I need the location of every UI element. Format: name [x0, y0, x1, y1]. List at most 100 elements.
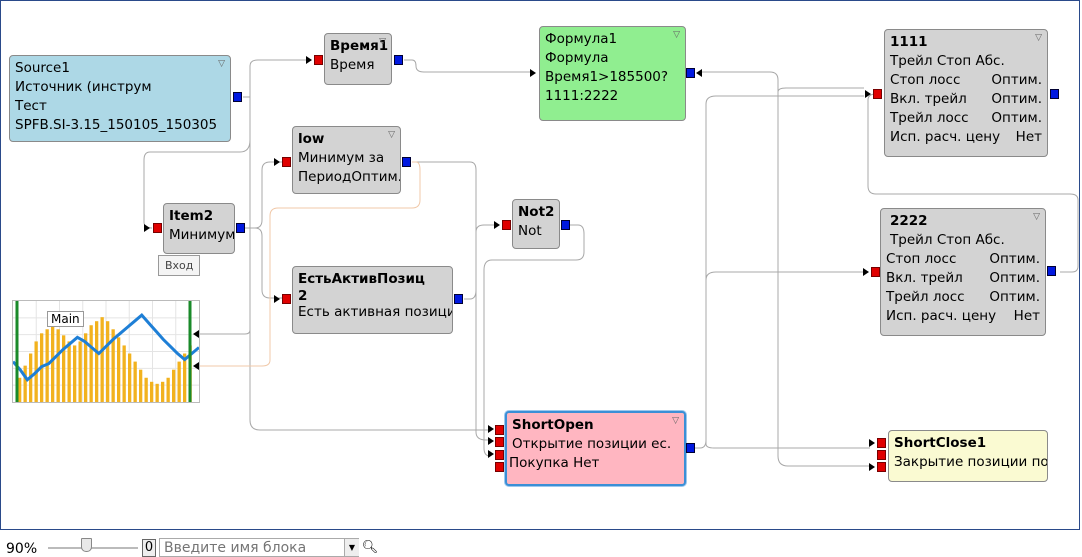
source1-line2: Тест [15, 98, 47, 114]
formula1-line1: Формула [545, 50, 609, 66]
block-search-input[interactable] [159, 538, 359, 557]
est-in-port[interactable] [282, 294, 291, 304]
arrow-icon [193, 330, 199, 338]
param-value: Нет [1015, 129, 1042, 145]
arrow-icon [274, 158, 280, 166]
vremya1-out-port[interactable] [394, 55, 403, 65]
chart-bar [122, 345, 126, 402]
shortopen-in-port[interactable] [495, 437, 504, 447]
param-value: Оптим. [989, 270, 1040, 286]
shortclose1-title: ShortClose1 [894, 435, 987, 451]
arrow-icon [488, 425, 494, 433]
shortclose1-block[interactable]: ShortClose1 Закрытие позиции по [888, 430, 1048, 482]
item2-in-port[interactable] [153, 223, 162, 233]
shortopen-in-port[interactable] [495, 450, 504, 460]
est-block[interactable]: ЕстьАктивПозиц 2 Есть активная позици [292, 266, 453, 334]
collapse-icon[interactable]: ▽ [379, 37, 386, 47]
low-title: low [298, 131, 325, 147]
item2-title: Item2 [169, 208, 214, 224]
formula1-line2: Время1>185500? [545, 69, 669, 85]
shortopen-in-port[interactable] [495, 462, 504, 472]
bottom-toolbar: 90% 0 ▼ 🔍︎ [0, 531, 1082, 557]
arrow-icon [488, 437, 494, 445]
zoom-label: 90% [6, 541, 38, 557]
source1-line3: SPFB.SI-3.15_150105_150305 [15, 117, 218, 133]
block-2222-title: 2222 [890, 213, 928, 229]
block-2222-line1: Трейл Стоп Абс. [890, 232, 1005, 248]
main-chart[interactable]: Main [12, 300, 200, 403]
arrow-icon [274, 295, 280, 303]
zoom-slider-track[interactable] [48, 547, 138, 549]
shortopen-line2: Покупка Нет [509, 455, 600, 471]
source1-out-port[interactable] [233, 92, 242, 102]
shortopen-out-port[interactable] [686, 443, 695, 453]
est-title-cont: 2 [298, 288, 308, 304]
est-out-port[interactable] [454, 294, 463, 304]
source1-title: Source1 [15, 60, 70, 76]
vremya1-in-port[interactable] [314, 55, 323, 65]
arrow-icon [696, 69, 702, 77]
low-in-port[interactable] [282, 157, 291, 167]
chart-bar [155, 383, 159, 402]
shortopen-title: ShortOpen [512, 417, 594, 433]
chart-bar [62, 335, 66, 402]
chart-bar [117, 337, 121, 402]
shortopen-line1: Открытие позиции ес. [512, 436, 672, 452]
block-1111-in-port[interactable] [873, 89, 882, 99]
chart-bar [95, 321, 99, 402]
chart-bar [183, 353, 187, 402]
chart-bar [172, 369, 176, 402]
chart-bar [128, 353, 132, 402]
collapse-icon[interactable]: ▽ [388, 130, 395, 140]
param-name: Стоп лосс [890, 72, 961, 88]
shortclose1-in-port[interactable] [877, 462, 886, 472]
formula1-out-port[interactable] [686, 68, 695, 78]
chart-bar [73, 345, 77, 402]
chart-bar [89, 325, 93, 402]
source1-block[interactable]: Source1 ▽ Источник (инструм Тест SPFB.SI… [9, 55, 231, 142]
block-2222-out-port[interactable] [1047, 266, 1056, 276]
chart-plot [13, 301, 199, 402]
binoculars-icon[interactable]: 🔍︎ [361, 540, 379, 555]
chart-bar [133, 361, 137, 402]
arrow-icon [306, 56, 312, 64]
formula1-block[interactable]: Формула1 ▽ Формула Время1>185500? 1111:2… [539, 26, 686, 121]
tooltip: Вход [158, 255, 201, 276]
not2-in-port[interactable] [502, 220, 511, 230]
chart-bar [161, 381, 165, 402]
arrow-icon [869, 463, 875, 471]
vremya1-block[interactable]: Время1 ▽ Время [324, 33, 392, 85]
collapse-icon[interactable]: ▽ [673, 30, 680, 40]
zoom-reset-box[interactable]: 0 [142, 539, 156, 557]
param-name: Исп. расч. цену [890, 129, 1001, 145]
item2-block[interactable]: Item2 Минимум [163, 203, 235, 254]
block-1111-out-port[interactable] [1050, 89, 1059, 99]
collapse-icon[interactable]: ▽ [1035, 33, 1042, 43]
chevron-down-icon[interactable]: ▼ [344, 539, 359, 556]
collapse-icon[interactable]: ▽ [218, 59, 225, 69]
formula1-line3: 1111:2222 [545, 88, 619, 104]
shortopen-in-port[interactable] [495, 425, 504, 435]
param-value: Оптим. [991, 72, 1042, 88]
formula1-title: Формула1 [545, 31, 618, 47]
chart-bar [18, 377, 22, 402]
low-out-port[interactable] [402, 157, 411, 167]
not2-line1: Not [518, 223, 542, 239]
not2-block[interactable]: Not2 Not [512, 199, 560, 249]
zoom-slider-thumb[interactable] [81, 538, 92, 552]
chart-bar [78, 341, 82, 402]
collapse-icon[interactable]: ▽ [1033, 212, 1040, 222]
shortclose1-in-port[interactable] [877, 450, 886, 460]
item2-out-port[interactable] [236, 223, 245, 233]
collapse-icon[interactable]: ▽ [672, 416, 679, 426]
param-value: Оптим. [989, 289, 1040, 305]
arrow-icon [144, 224, 150, 232]
block-2222-in-port[interactable] [871, 267, 880, 277]
item2-line1: Минимум [169, 227, 235, 243]
shortclose1-in-port[interactable] [877, 438, 886, 448]
shortopen-block[interactable]: ShortOpen ▽ Открытие позиции ес. Покупка… [505, 411, 686, 486]
not2-out-port[interactable] [561, 220, 570, 230]
